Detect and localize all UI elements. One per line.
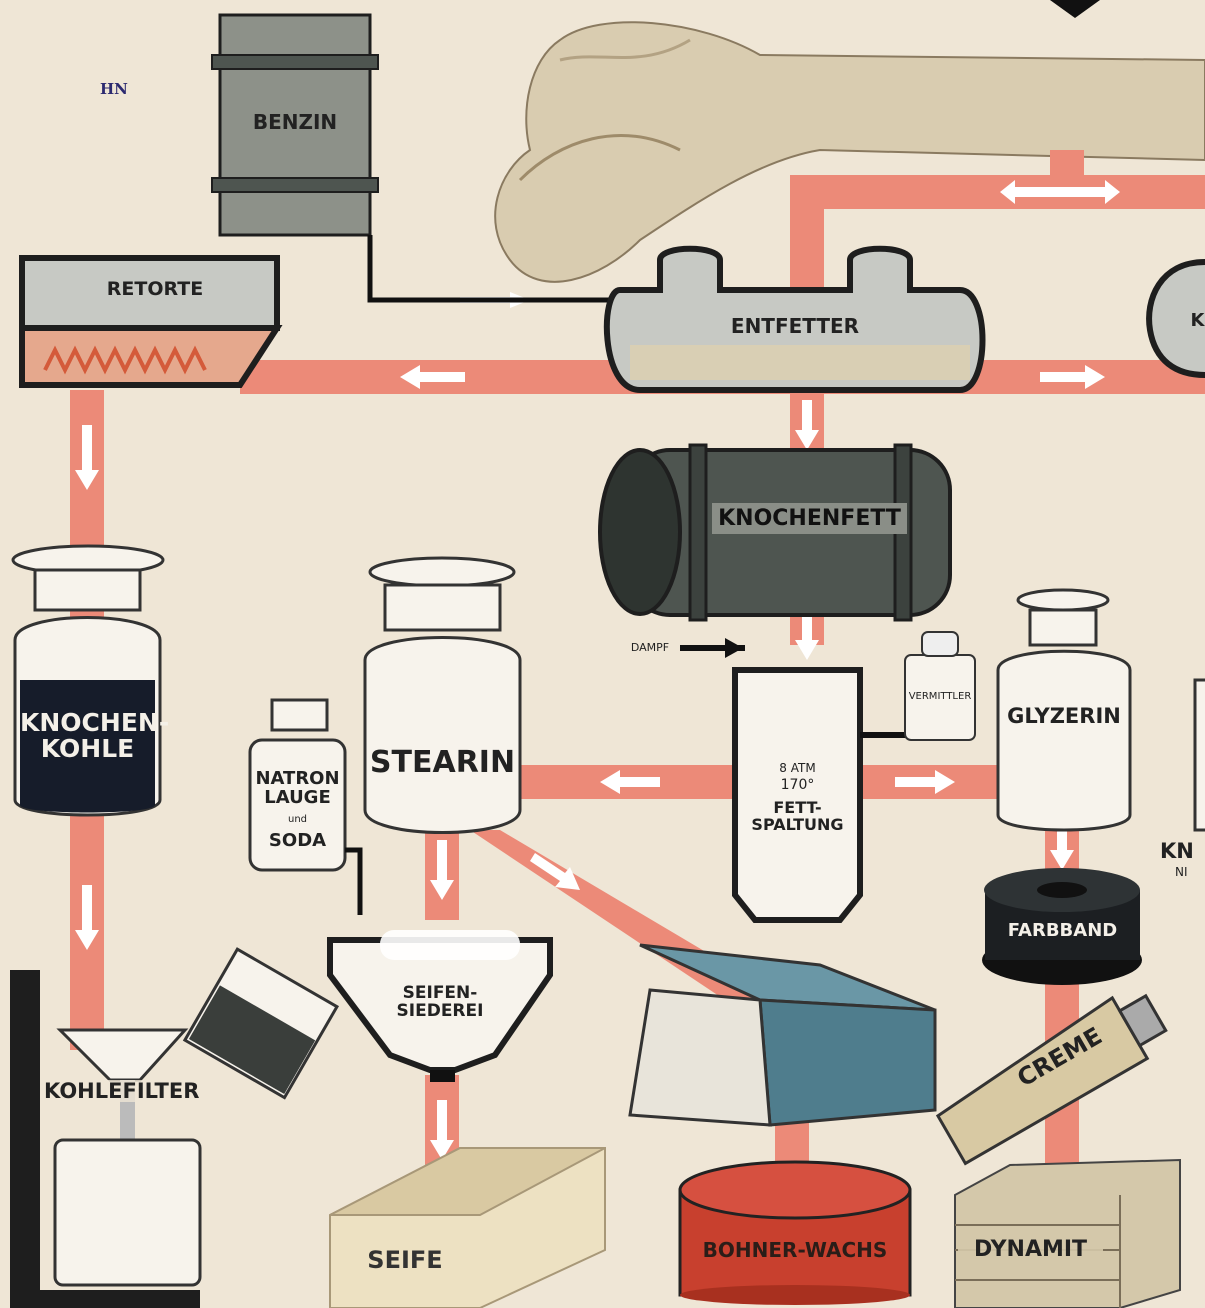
split-temp-label: 170° (740, 778, 855, 793)
split-pressure-label: 8 ATM (740, 762, 855, 775)
vermittler-label: VERMITTLER (905, 692, 975, 703)
glyzerin-label: GLYZERIN (1000, 705, 1128, 727)
seife-bar (330, 1148, 605, 1308)
und-label: und (250, 815, 345, 826)
bone-illustration (495, 22, 1205, 282)
dampf-label: DAMPF (618, 642, 682, 654)
bohnerwachs-label: BOHNER-WACHS (682, 1240, 908, 1261)
knochenkohle-jar (13, 546, 163, 815)
candle-box (630, 945, 935, 1125)
right-partial-label-1: KN (1160, 840, 1205, 862)
dynamit-label: DYNAMIT (958, 1238, 1103, 1261)
seife-label: SEIFE (350, 1248, 460, 1273)
farbband-label: FARBBAND (990, 922, 1135, 941)
right-partial-label-2: NI (1175, 866, 1205, 879)
natron-label: NATRON LAUGE (250, 770, 345, 808)
kohlefilter-setup (10, 949, 337, 1308)
entfetter-label: ENTFETTER (650, 316, 940, 337)
benzin-label: BENZIN (230, 112, 360, 133)
knochenfett-label: KNOCHENFETT (712, 503, 907, 534)
dynamit-crate (955, 1160, 1180, 1308)
inventory-stamp: HN (100, 82, 128, 98)
stearin-jar (365, 558, 520, 833)
fettspaltung-label: FETT- SPALTUNG (740, 800, 855, 834)
retorte-label: RETORTE (40, 280, 270, 300)
stearin-label: STEARIN (365, 747, 520, 779)
right-jar-partial (1195, 680, 1205, 830)
soda-label: SODA (250, 832, 345, 851)
kohlefilter-label: KOHLEFILTER (44, 1080, 229, 1102)
bohnerwachs-tin (680, 1162, 910, 1305)
seifensiederei-label: SEIFEN- SIEDEREI (370, 985, 510, 1021)
right-tank-partial-label: K (1190, 312, 1205, 331)
knochenkohle-label: KNOCHEN- KOHLE (20, 710, 155, 763)
top-corner-shape (1050, 0, 1100, 18)
